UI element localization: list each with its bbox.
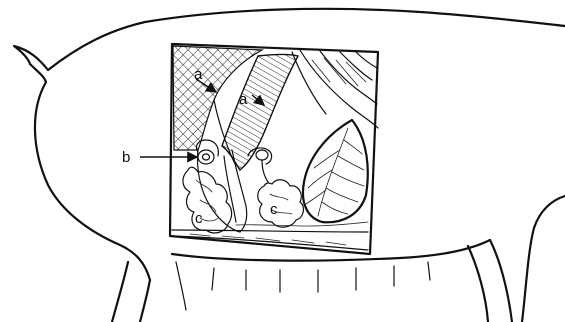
label-c-right: c: [270, 201, 278, 218]
convoluted-mass-right: [258, 180, 304, 227]
leaf-organ: [303, 120, 368, 222]
label-a-upper: a: [194, 66, 203, 83]
upper-right-structures: [292, 50, 378, 128]
label-c-left: c: [195, 210, 203, 227]
label-a-lower: a: [239, 91, 248, 108]
label-b: b: [122, 149, 130, 166]
